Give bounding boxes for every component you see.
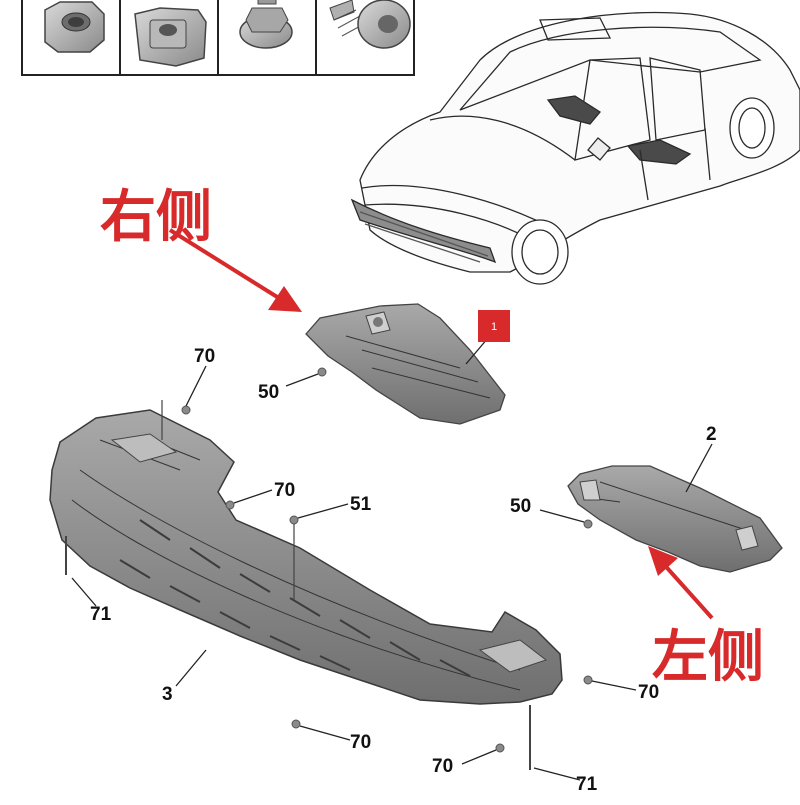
nut-icon	[44, 1, 105, 53]
callout-50: 50	[510, 496, 531, 517]
clip-nut-icon	[134, 7, 207, 67]
callout-70: 70	[638, 682, 659, 703]
callout-50: 50	[258, 382, 279, 403]
callout-70: 70	[194, 346, 215, 367]
car-illustration	[350, 11, 800, 285]
callout-70: 70	[274, 480, 295, 501]
screw-icon	[329, 0, 411, 49]
red-arrows	[168, 228, 714, 620]
part-1-right-panel	[305, 303, 506, 425]
callout-3: 3	[162, 684, 173, 705]
callout-71: 71	[576, 774, 598, 795]
part-1-badge: 1	[478, 310, 510, 342]
part-2-left-panel	[567, 465, 783, 573]
callout-70: 70	[432, 756, 453, 777]
fastener-markers	[65, 367, 593, 770]
part-3-front-shield	[49, 409, 563, 705]
callout-51: 51	[350, 494, 372, 515]
callout-2: 2	[706, 424, 717, 445]
leader-lines	[71, 337, 713, 781]
arrow-head-left	[648, 546, 678, 576]
callout-70: 70	[350, 732, 371, 753]
callout-71: 71	[90, 604, 112, 625]
flange-bolt-icon	[239, 0, 293, 49]
badge-number: 1	[491, 321, 497, 333]
left-side-label: 左侧	[652, 625, 764, 690]
fastener-panel	[21, 0, 415, 76]
right-side-label: 右侧	[100, 185, 212, 250]
arrow-head-right	[268, 286, 302, 312]
